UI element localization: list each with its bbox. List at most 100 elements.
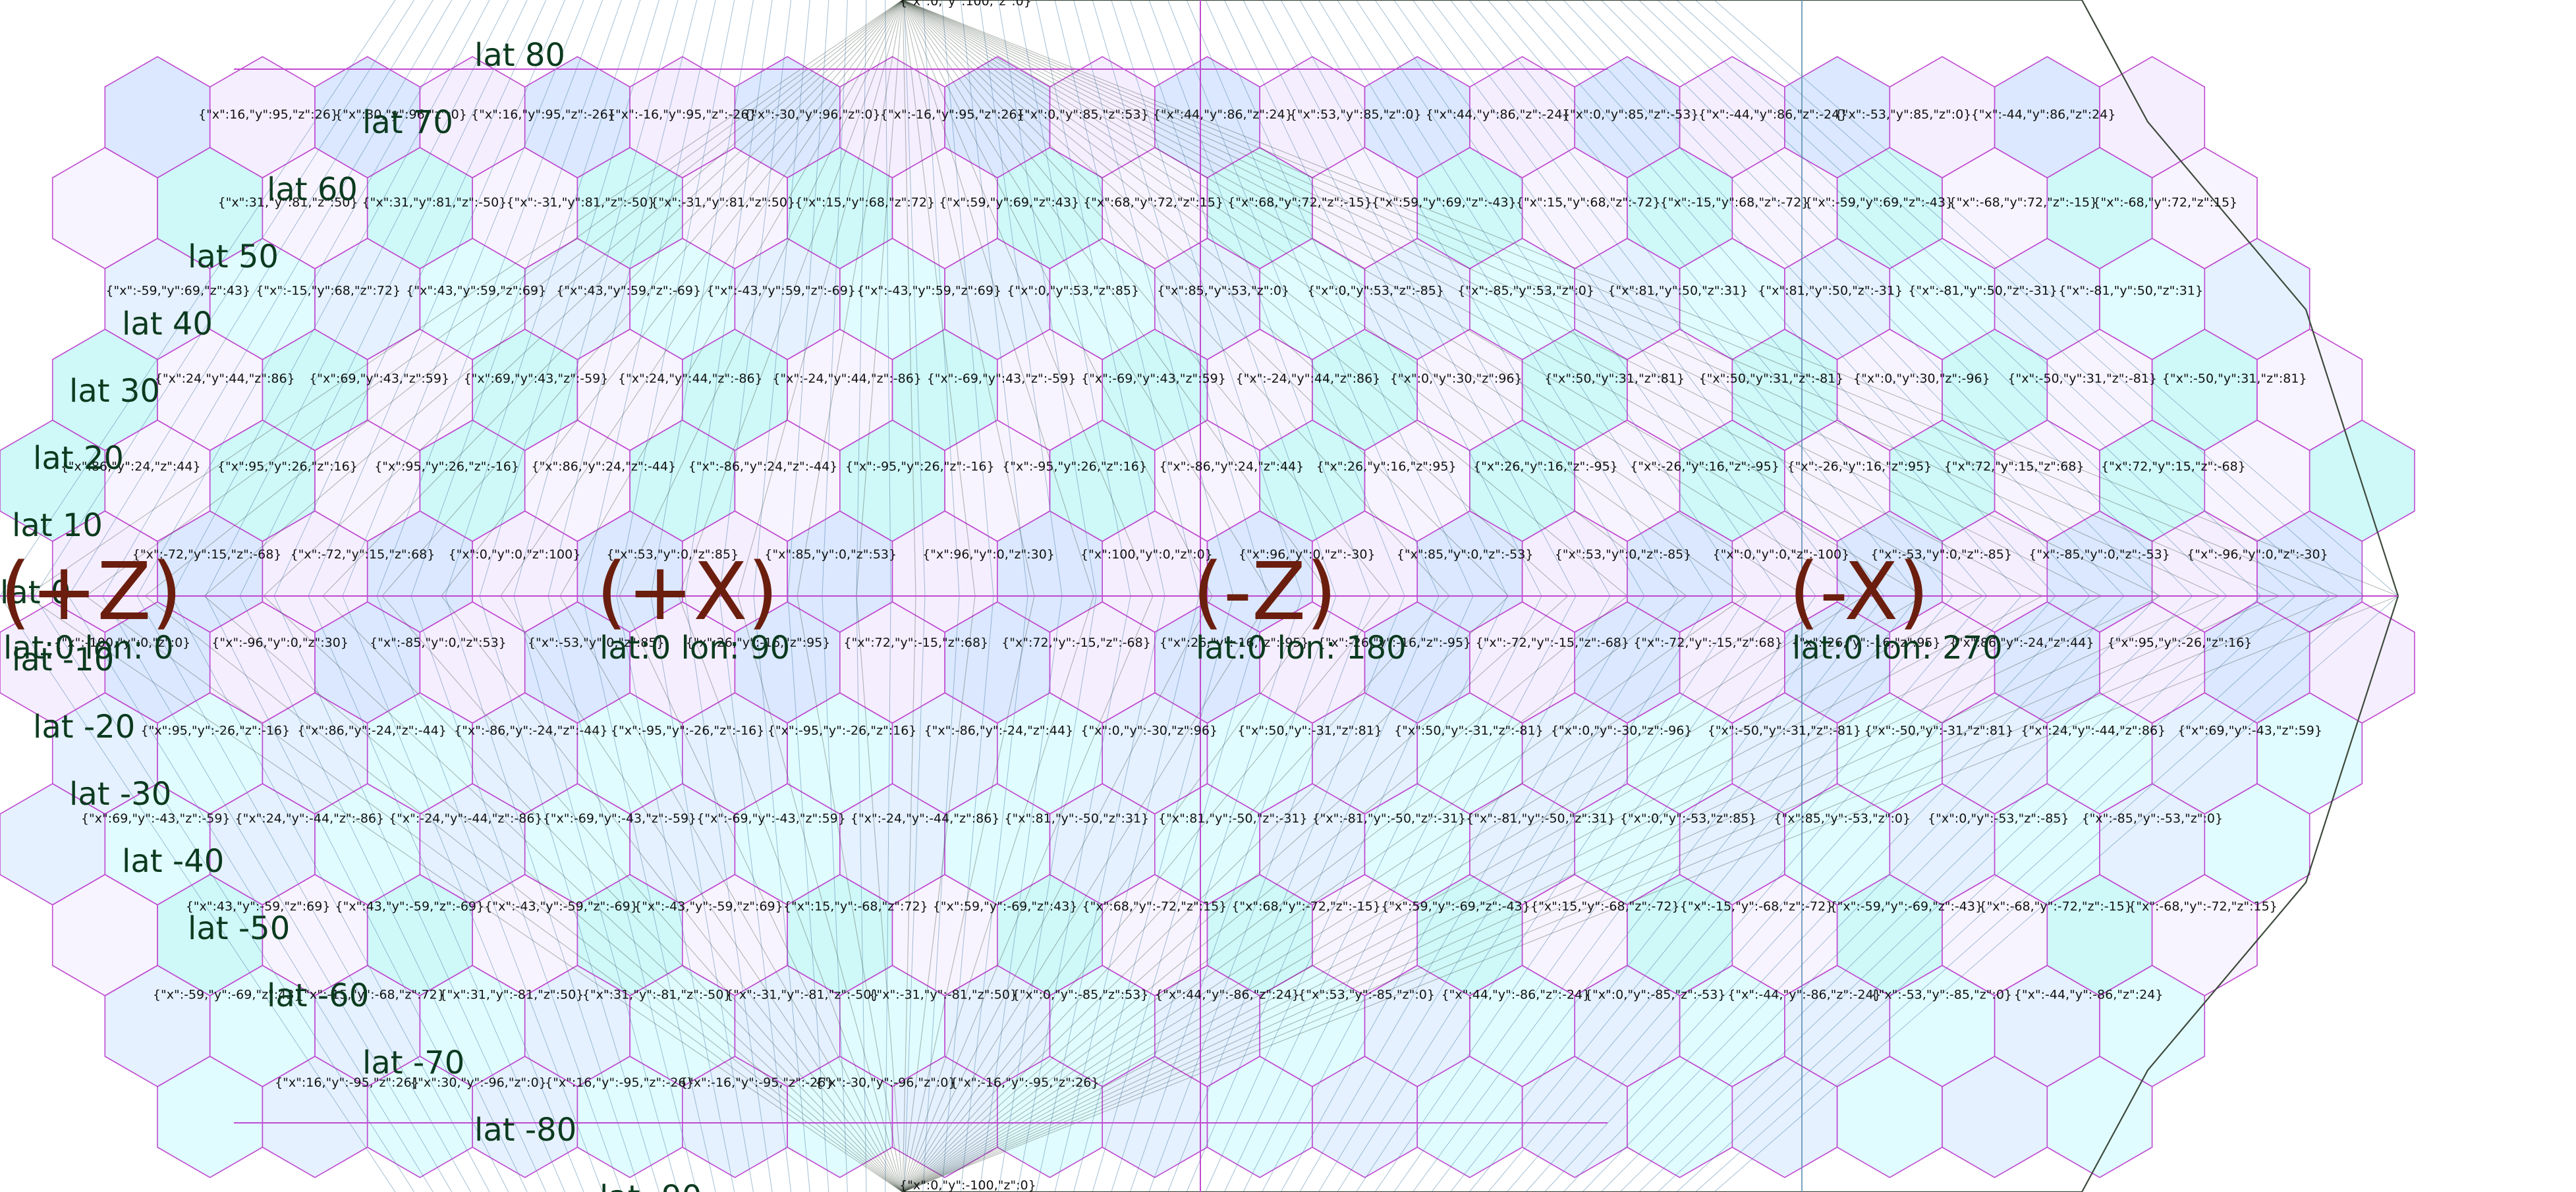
coord-label: {"x":15,"y":-68,"z":-72} bbox=[1530, 900, 1680, 914]
grid-line bbox=[68, 595, 434, 1192]
coord-label: {"x":-50,"y":31,"z":81} bbox=[2162, 371, 2307, 386]
coord-label: {"x":-44,"y":-86,"z":24} bbox=[2014, 987, 2164, 1002]
coord-label: {"x":44,"y":86,"z":-24} bbox=[1426, 107, 1571, 122]
coord-label: {"x":-81,"y":50,"z":-31} bbox=[1908, 283, 2058, 298]
grid-line bbox=[902, 595, 1569, 1192]
grid-line bbox=[445, 0, 641, 597]
grid-line bbox=[1582, 0, 2159, 597]
grid-line bbox=[559, 595, 903, 1192]
grid-line bbox=[1507, 0, 2022, 597]
coord-label: {"x":-59,"y":69,"z":43} bbox=[105, 283, 250, 298]
coord-label: {"x":81,"y":-50,"z":-31} bbox=[1158, 811, 1308, 826]
coord-label: {"x":-15,"y":68,"z":-72} bbox=[1660, 196, 1810, 210]
coord-label: {"x":-15,"y":68,"z":72} bbox=[256, 283, 401, 298]
coord-label: {"x":-85,"y":0,"z":53} bbox=[370, 636, 507, 650]
grid-line bbox=[381, 595, 903, 1192]
coord-label: {"x":-53,"y":0,"z":-85} bbox=[1870, 547, 2012, 562]
grid-line bbox=[922, 595, 960, 1192]
coord-label: {"x":-86,"y":24,"z":44} bbox=[1160, 460, 1304, 474]
grid-line bbox=[559, 0, 903, 597]
coord-label: {"x":-53,"y":-85,"z":0} bbox=[1871, 987, 2013, 1002]
grid-line bbox=[719, 595, 792, 1192]
coord-label: {"x":50,"y":-31,"z":81} bbox=[1237, 724, 1382, 738]
grid-line bbox=[1243, 0, 1542, 597]
grid-line bbox=[441, 0, 903, 597]
coord-label: {"x":69,"y":-43,"z":-59} bbox=[81, 811, 231, 826]
grid-line bbox=[1092, 0, 1268, 597]
lat-label: lat -40 bbox=[122, 843, 224, 880]
coord-label: {"x":-43,"y":-59,"z":69} bbox=[634, 900, 783, 914]
grid-line bbox=[753, 595, 810, 1192]
grid-line bbox=[582, 0, 716, 597]
grid-line bbox=[479, 0, 659, 597]
coord-label: {"x":26,"y":16,"z":95} bbox=[1316, 460, 1457, 474]
grid-line bbox=[1657, 0, 2296, 597]
grid-line bbox=[997, 0, 1097, 597]
grid-line bbox=[902, 0, 1628, 597]
coord-label: {"x":0,"y":100,"z":0} bbox=[899, 0, 1032, 9]
coord-label: {"x":15,"y":68,"z":-72} bbox=[1516, 196, 1661, 210]
coord-label: {"x":86,"y":24,"z":44} bbox=[61, 460, 201, 474]
grid-line bbox=[902, 0, 1154, 597]
coord-label: {"x":53,"y":85,"z":0} bbox=[1289, 107, 1422, 122]
grid-line bbox=[1695, 595, 2365, 1192]
lat-label: lat 40 bbox=[122, 306, 213, 342]
grid-line bbox=[902, 0, 2339, 597]
grid-line bbox=[678, 0, 903, 597]
coord-label: {"x":69,"y":43,"z":-59} bbox=[464, 371, 609, 386]
grid-line bbox=[903, 0, 926, 597]
grid-line bbox=[902, 595, 1806, 1192]
grid-line bbox=[737, 0, 903, 597]
grid-line bbox=[1280, 595, 1611, 1192]
grid-line bbox=[376, 0, 603, 597]
grid-line bbox=[1205, 595, 1474, 1192]
grid-line bbox=[856, 0, 903, 597]
grid-line bbox=[678, 595, 903, 1192]
grid-line bbox=[1262, 595, 1577, 1192]
grid-line bbox=[1167, 595, 1405, 1192]
lat-label: lat 20 bbox=[33, 440, 124, 477]
grid-line bbox=[1337, 0, 1714, 597]
coord-label: {"x":-24,"y":44,"z":-86} bbox=[772, 371, 922, 386]
coord-label: {"x":-44,"y":86,"z":24} bbox=[1971, 107, 2116, 122]
grid-line bbox=[171, 0, 490, 597]
coord-label: {"x":50,"y":31,"z":-81} bbox=[1699, 371, 1844, 386]
grid-line bbox=[902, 595, 1391, 1192]
coord-label: {"x":-26,"y":16,"z":-95} bbox=[1630, 460, 1779, 474]
grid-line bbox=[856, 595, 867, 1192]
coord-label: {"x":-26,"y":-16,"z":95} bbox=[1791, 636, 1941, 650]
grid-line bbox=[822, 0, 848, 597]
grid-line bbox=[26, 0, 903, 597]
coord-label: {"x":-86,"y":24,"z":-44} bbox=[688, 460, 838, 474]
grid-line bbox=[902, 595, 2280, 1192]
coord-label: {"x":95,"y":-26,"z":-16} bbox=[141, 724, 291, 738]
grid-line bbox=[273, 0, 547, 597]
grid-line bbox=[1657, 595, 2296, 1192]
grid-line bbox=[1035, 0, 1165, 597]
lat-label: lat -20 bbox=[33, 709, 135, 745]
grid-line bbox=[902, 595, 1035, 1192]
grid-line bbox=[308, 595, 565, 1192]
coord-label: {"x":53,"y":-85,"z":0} bbox=[1298, 987, 1435, 1002]
lat-label: lat 80 bbox=[474, 37, 565, 74]
coord-label: {"x":95,"y":-26,"z":16} bbox=[2108, 636, 2253, 650]
coord-label: {"x":44,"y":-86,"z":-24} bbox=[1442, 987, 1591, 1002]
grid-line bbox=[513, 0, 679, 597]
coord-label: {"x":30,"y":-96,"z":0} bbox=[410, 1075, 547, 1090]
grid-line bbox=[903, 595, 926, 1192]
grid-line bbox=[102, 0, 453, 597]
grid-line bbox=[136, 0, 471, 597]
coord-label: {"x":-30,"y":-96,"z":0} bbox=[815, 1075, 957, 1090]
lat-label: lat -10 bbox=[12, 641, 114, 678]
coord-label: {"x":0,"y":30,"z":96} bbox=[1390, 371, 1523, 386]
grid-line bbox=[239, 595, 528, 1192]
coord-label: {"x":85,"y":0,"z":53} bbox=[764, 547, 897, 562]
grid-line bbox=[1563, 0, 2125, 597]
coord-label: {"x":-86,"y":-24,"z":44} bbox=[924, 724, 1074, 738]
grid-line bbox=[410, 595, 622, 1192]
grid-line bbox=[1054, 0, 1200, 597]
grid-line bbox=[1412, 595, 1851, 1192]
coord-label: {"x":86,"y":-24,"z":44} bbox=[1949, 636, 2094, 650]
grid-line bbox=[619, 0, 903, 597]
